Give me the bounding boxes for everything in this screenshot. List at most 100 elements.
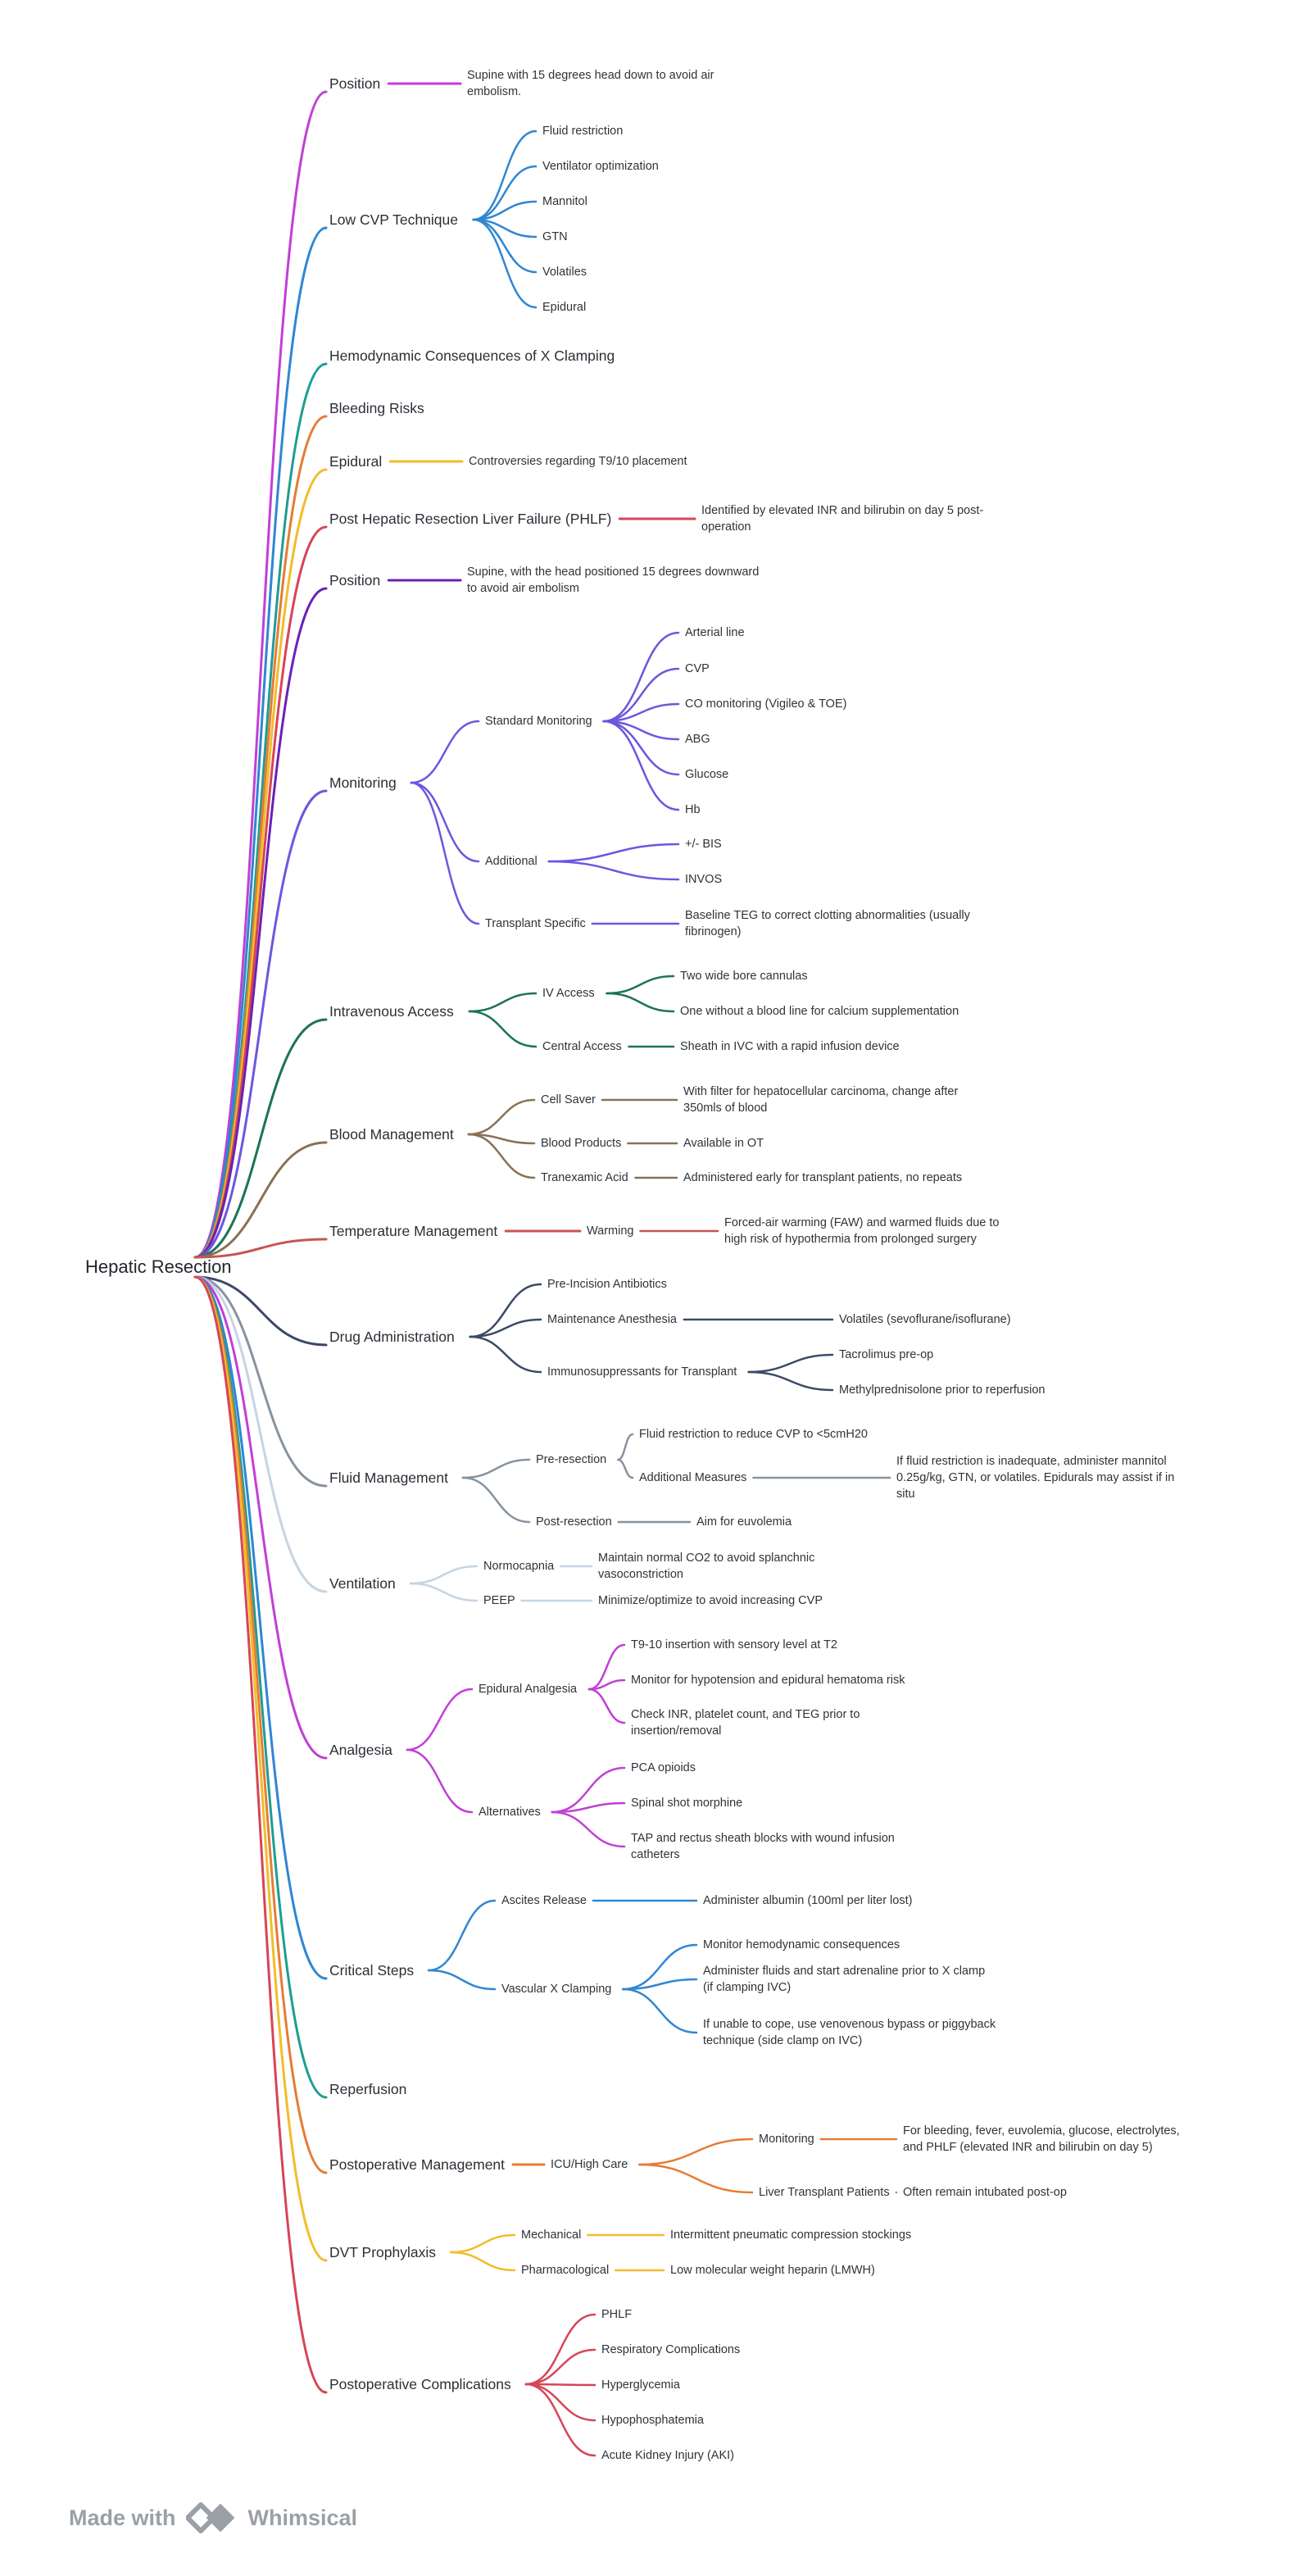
branch-19-child-0[interactable]: PHLF <box>601 2308 633 2321</box>
branch-8-child-0[interactable]: IV Access <box>542 987 595 1000</box>
branch-7-child-2[interactable]: Transplant Specific <box>485 917 586 930</box>
branch-12-node-0-1[interactable]: Additional Measures <box>639 1471 747 1484</box>
branch-19-child-1[interactable]: Respiratory Complications <box>601 2343 741 2356</box>
branch-17-leaf-0-0-0[interactable]: For bleeding, fever, euvolemia, glucose,… <box>903 2124 1180 2154</box>
branch-1-child-0[interactable]: Fluid restriction <box>542 125 624 138</box>
branch-18-child-1[interactable]: Pharmacological <box>521 2264 610 2277</box>
branch-11-node-2-0[interactable]: Tacrolimus pre-op <box>839 1348 934 1361</box>
branch-8-node-0-1[interactable]: One without a blood line for calcium sup… <box>680 1005 959 1018</box>
branch-18-node-1-0[interactable]: Low molecular weight heparin (LMWH) <box>670 2264 875 2277</box>
branch-11-node-1-0[interactable]: Volatiles (sevoflurane/isoflurane) <box>839 1313 1011 1326</box>
branch-17[interactable]: Postoperative Management <box>329 2156 506 2173</box>
branch-15-node-1-1[interactable]: Administer fluids and start adrenaline p… <box>703 1965 986 1994</box>
branch-11-child-1[interactable]: Maintenance Anesthesia <box>547 1313 677 1326</box>
branch-14[interactable]: Analgesia <box>329 1742 392 1758</box>
branch-9-node-0-0[interactable]: With filter for hepatocellular carcinoma… <box>683 1085 959 1115</box>
made-with-whimsical-footer[interactable]: Made with Whimsical <box>69 2500 357 2536</box>
branch-12-leaf-0-1-0[interactable]: If fluid restriction is inadequate, admi… <box>896 1455 1175 1501</box>
branch-0-child-0[interactable]: Supine with 15 degrees head down to avoi… <box>467 69 714 98</box>
branch-5[interactable]: Post Hepatic Resection Liver Failure (PH… <box>329 511 612 527</box>
branch-15-child-0[interactable]: Ascites Release <box>501 1894 587 1907</box>
branch-9-node-1-0[interactable]: Available in OT <box>683 1137 764 1150</box>
branch-14-node-0-2[interactable]: Check INR, platelet count, and TEG prior… <box>631 1708 860 1738</box>
branch-12-child-1[interactable]: Post-resection <box>536 1515 612 1529</box>
branch-9-child-0[interactable]: Cell Saver <box>541 1093 596 1106</box>
branch-15-node-1-0[interactable]: Monitor hemodynamic consequences <box>703 1938 900 1951</box>
branch-6-child-0[interactable]: Supine, with the head positioned 15 degr… <box>467 566 760 595</box>
branch-7-node-0-1[interactable]: CVP <box>685 662 710 675</box>
branch-12-node-0-0[interactable]: Fluid restriction to reduce CVP to <5cmH… <box>639 1428 868 1441</box>
branch-11-child-2[interactable]: Immunosuppressants for Transplant <box>547 1365 737 1379</box>
branch-3[interactable]: Bleeding Risks <box>329 400 424 416</box>
branch-15-child-1[interactable]: Vascular X Clamping <box>501 1983 612 1996</box>
branch-11[interactable]: Drug Administration <box>329 1329 455 1345</box>
branch-7[interactable]: Monitoring <box>329 775 397 791</box>
branch-19-child-2[interactable]: Hyperglycemia <box>601 2378 680 2392</box>
branch-14-node-1-0[interactable]: PCA opioids <box>631 1761 696 1774</box>
branch-7-node-1-0[interactable]: +/- BIS <box>685 838 722 851</box>
branch-0[interactable]: Position <box>329 75 381 92</box>
branch-19[interactable]: Postoperative Complications <box>329 2376 511 2392</box>
branch-11-child-0[interactable]: Pre-Incision Antibiotics <box>547 1278 667 1291</box>
branch-4[interactable]: Epidural <box>329 453 383 470</box>
branch-15[interactable]: Critical Steps <box>329 1962 415 1979</box>
branch-10-child-0[interactable]: Warming <box>587 1224 634 1238</box>
branch-14-node-1-1[interactable]: Spinal shot morphine <box>631 1797 743 1810</box>
branch-7-node-0-3[interactable]: ABG <box>685 733 710 746</box>
branch-18-child-0[interactable]: Mechanical <box>521 2228 582 2242</box>
branch-13-child-1[interactable]: PEEP <box>483 1594 515 1607</box>
branch-9-node-2-0[interactable]: Administered early for transplant patien… <box>683 1171 963 1184</box>
branch-13-child-0[interactable]: Normocapnia <box>483 1560 555 1573</box>
branch-1-child-1[interactable]: Ventilator optimization <box>542 160 659 173</box>
branch-8-node-1-0[interactable]: Sheath in IVC with a rapid infusion devi… <box>680 1040 900 1053</box>
root-topic[interactable]: Hepatic Resection <box>85 1256 232 1277</box>
branch-8-child-1[interactable]: Central Access <box>542 1040 622 1053</box>
branch-13-node-0-0[interactable]: Maintain normal CO2 to avoid splanchnic … <box>598 1552 815 1581</box>
branch-1-child-3[interactable]: GTN <box>542 230 568 243</box>
branch-16[interactable]: Reperfusion <box>329 2081 407 2097</box>
branch-13-node-1-0[interactable]: Minimize/optimize to avoid increasing CV… <box>598 1594 823 1607</box>
branch-4-child-0[interactable]: Controversies regarding T9/10 placement <box>469 455 687 468</box>
branch-14-child-0[interactable]: Epidural Analgesia <box>479 1683 578 1696</box>
branch-17-child-0[interactable]: ICU/High Care <box>551 2158 628 2171</box>
branch-11-node-2-1[interactable]: Methylprednisolone prior to reperfusion <box>839 1383 1046 1397</box>
branch-7-child-0[interactable]: Standard Monitoring <box>485 715 592 728</box>
branch-1-child-5[interactable]: Epidural <box>542 301 587 314</box>
branch-7-node-0-2[interactable]: CO monitoring (Vigileo & TOE) <box>685 697 847 711</box>
branch-19-child-3[interactable]: Hypophosphatemia <box>601 2414 704 2427</box>
branch-9-child-1[interactable]: Blood Products <box>541 1137 622 1150</box>
branch-12-node-1-0[interactable]: Aim for euvolemia <box>696 1515 792 1529</box>
branch-18-node-0-0[interactable]: Intermittent pneumatic compression stock… <box>670 2228 912 2242</box>
branch-17-node-0-1[interactable]: Liver Transplant Patients <box>759 2186 890 2199</box>
branch-14-node-0-1[interactable]: Monitor for hypotension and epidural hem… <box>631 1674 905 1687</box>
branch-8-node-0-0[interactable]: Two wide bore cannulas <box>680 970 808 983</box>
branch-8[interactable]: Intravenous Access <box>329 1003 454 1020</box>
branch-17-node-0-0[interactable]: Monitoring <box>759 2133 814 2146</box>
branch-1-child-4[interactable]: Volatiles <box>542 266 587 279</box>
branch-9-child-2[interactable]: Tranexamic Acid <box>541 1171 628 1184</box>
branch-13[interactable]: Ventilation <box>329 1575 396 1592</box>
branch-10[interactable]: Temperature Management <box>329 1223 498 1239</box>
branch-12[interactable]: Fluid Management <box>329 1470 448 1486</box>
branch-15-node-0-0[interactable]: Administer albumin (100ml per liter lost… <box>703 1894 913 1907</box>
branch-7-node-0-0[interactable]: Arterial line <box>685 626 745 639</box>
branch-14-node-1-2[interactable]: TAP and rectus sheath blocks with wound … <box>631 1832 895 1861</box>
branch-7-node-0-5[interactable]: Hb <box>685 803 701 816</box>
branch-19-child-4[interactable]: Acute Kidney Injury (AKI) <box>601 2449 734 2462</box>
branch-14-node-0-0[interactable]: T9-10 insertion with sensory level at T2 <box>631 1638 837 1651</box>
branch-6[interactable]: Position <box>329 572 381 588</box>
branch-1[interactable]: Low CVP Technique <box>329 211 458 228</box>
branch-18[interactable]: DVT Prophylaxis <box>329 2244 437 2260</box>
branch-7-node-0-4[interactable]: Glucose <box>685 768 729 781</box>
branch-15-node-1-2[interactable]: If unable to cope, use venovenous bypass… <box>703 2018 996 2047</box>
branch-7-node-2-0[interactable]: Baseline TEG to correct clotting abnorma… <box>685 909 970 938</box>
branch-17-leaf-0-1-0[interactable]: Often remain intubated post-op <box>903 2186 1067 2199</box>
branch-14-child-1[interactable]: Alternatives <box>479 1806 541 1819</box>
branch-9[interactable]: Blood Management <box>329 1126 454 1143</box>
branch-7-node-1-1[interactable]: INVOS <box>685 873 723 886</box>
branch-2[interactable]: Hemodynamic Consequences of X Clamping <box>329 348 615 364</box>
branch-12-child-0[interactable]: Pre-resection <box>536 1453 607 1466</box>
branch-7-child-1[interactable]: Additional <box>485 855 538 868</box>
branch-5-child-0[interactable]: Identified by elevated INR and bilirubin… <box>701 504 984 534</box>
branch-10-node-0-0[interactable]: Forced-air warming (FAW) and warmed flui… <box>724 1216 1000 1246</box>
